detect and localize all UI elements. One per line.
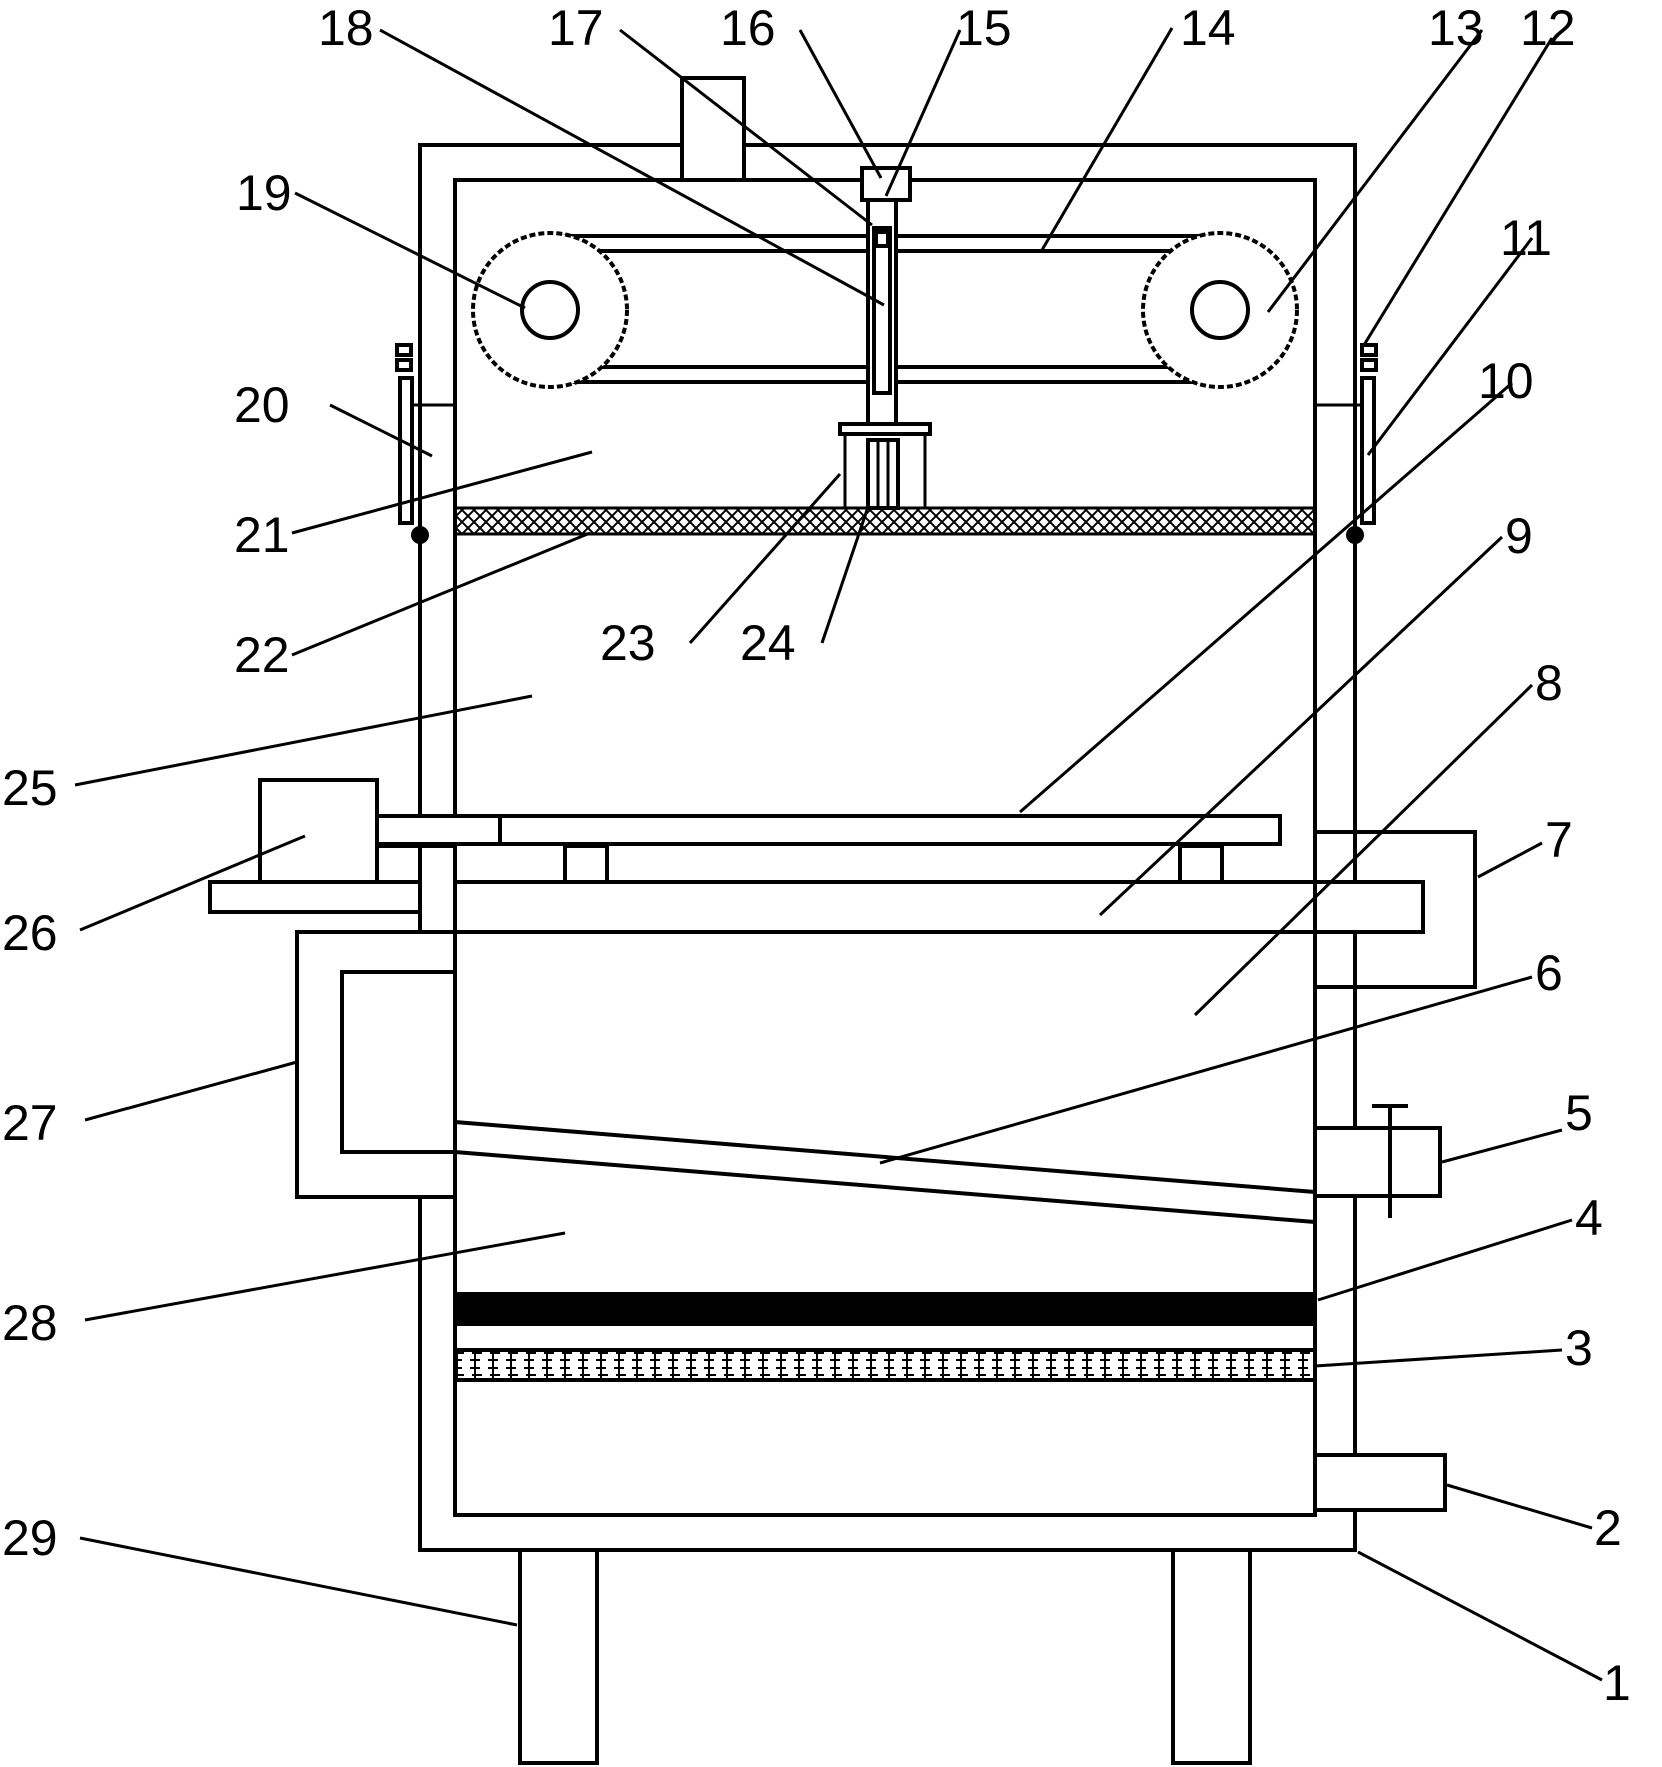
pulley-left (471, 231, 629, 389)
leg-right (1171, 1546, 1252, 1765)
side-rod-right (1346, 343, 1378, 544)
outlet (1313, 1453, 1447, 1512)
valve-body (1313, 1126, 1442, 1198)
leader-lines (74, 27, 1603, 1682)
label-18: 18 (318, 0, 374, 56)
label-10: 10 (1478, 353, 1534, 409)
motor-shelf (208, 880, 422, 914)
filter-screen (453, 506, 1317, 536)
label-20: 20 (234, 377, 290, 433)
label-11: 11 (1500, 210, 1552, 266)
layer-solid (455, 1292, 1315, 1326)
label-5: 5 (1565, 1085, 1593, 1141)
label-9: 9 (1505, 508, 1533, 564)
label-12: 12 (1520, 0, 1576, 56)
label-23: 23 (600, 615, 656, 671)
label-29: 29 (2, 1510, 58, 1566)
label-28: 28 (2, 1295, 58, 1351)
label-15: 15 (956, 0, 1012, 56)
layer-dashed (453, 1348, 1317, 1382)
motor-box (258, 778, 379, 884)
label-13: 13 (1428, 0, 1484, 56)
label-4: 4 (1575, 1190, 1603, 1246)
label-2: 2 (1594, 1500, 1622, 1556)
label-1: 1 (1603, 1655, 1631, 1711)
label-6: 6 (1535, 945, 1563, 1001)
leg-left (518, 1546, 599, 1765)
label-25: 25 (2, 760, 58, 816)
brush-assembly (838, 422, 932, 510)
label-17: 17 (548, 0, 604, 56)
label-19: 19 (236, 165, 292, 221)
label-21: 21 (234, 507, 290, 563)
label-26: 26 (2, 905, 58, 961)
label-24: 24 (740, 615, 796, 671)
side-rod-left (395, 343, 429, 544)
label-22: 22 (234, 627, 290, 683)
label-27: 27 (2, 1095, 58, 1151)
lower-rail (453, 880, 1425, 934)
callout-labels: 1 2 3 4 5 6 7 8 9 10 11 12 13 14 15 16 1… (2, 0, 1631, 1711)
upper-rail (375, 814, 1282, 846)
slider-slot (872, 226, 892, 395)
pulley-right (1141, 231, 1299, 389)
label-8: 8 (1535, 655, 1563, 711)
label-3: 3 (1565, 1320, 1593, 1376)
label-14: 14 (1180, 0, 1236, 56)
label-7: 7 (1545, 812, 1573, 868)
label-16: 16 (720, 0, 776, 56)
top-motor-block (680, 76, 746, 182)
